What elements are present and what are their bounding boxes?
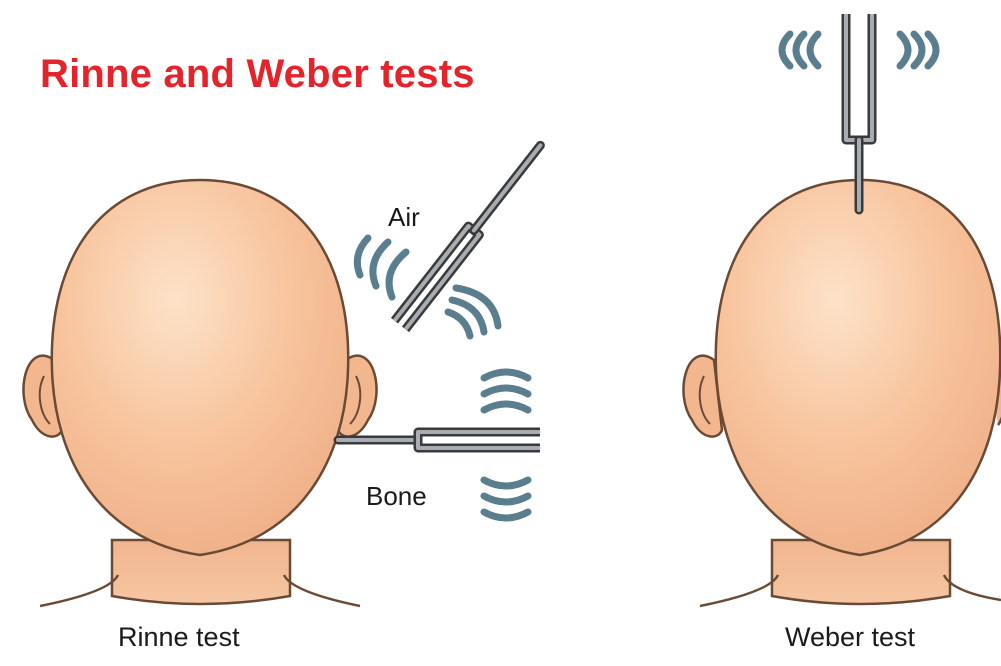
weber-caption: Weber test <box>785 622 915 653</box>
weber-skull <box>716 180 1000 555</box>
rinne-caption: Rinne test <box>118 622 240 653</box>
tuning-fork-icon <box>394 141 545 329</box>
tuning-fork-icon <box>338 432 540 448</box>
weber-head <box>683 180 1001 606</box>
air-label: Air <box>388 202 420 232</box>
rinne-skull <box>52 180 348 555</box>
bone-label: Bone <box>366 481 427 511</box>
rinne-head <box>23 180 376 606</box>
